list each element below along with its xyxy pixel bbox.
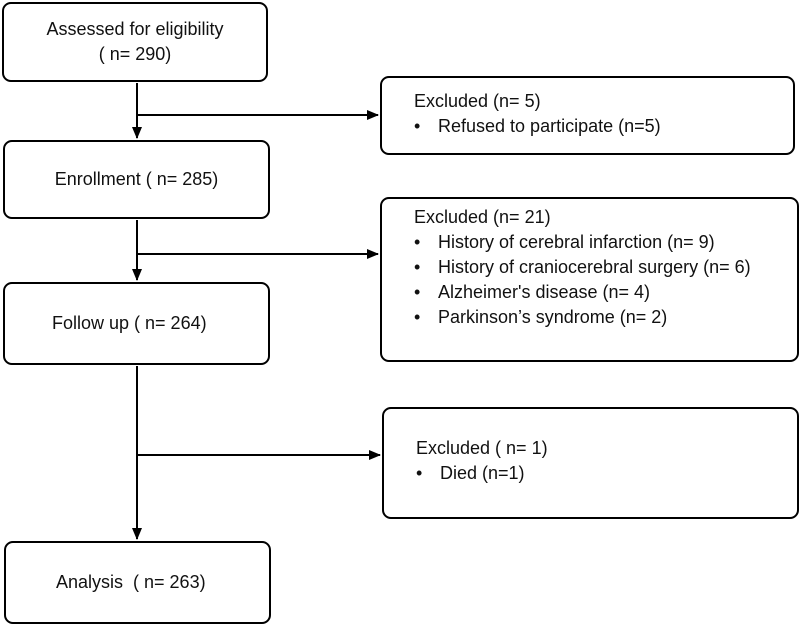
bullet-icon: • xyxy=(414,232,421,252)
assessed-box: Assessed for eligibility ( n= 290) xyxy=(2,2,268,82)
bullet-icon: • xyxy=(416,463,423,483)
exclusion-title: Excluded (n= 21) xyxy=(414,207,551,227)
exclusion-box-3: Excluded ( n= 1) •Died (n=1) xyxy=(382,407,799,519)
exclusion-list: •History of cerebral infarction (n= 9) •… xyxy=(414,230,797,330)
enrollment-label: Enrollment ( n= 285) xyxy=(54,169,219,189)
exclusion-item: •Died (n=1) xyxy=(416,461,797,486)
assessed-label: Assessed for eligibility xyxy=(46,19,224,39)
exclusion-list: •Died (n=1) xyxy=(416,461,797,486)
exclusion-item: •History of cerebral infarction (n= 9) xyxy=(414,230,797,255)
exclusion-title: Excluded (n= 5) xyxy=(414,91,541,111)
followup-box: Follow up ( n= 264) xyxy=(3,282,270,365)
exclusion-item: •Refused to participate (n=5) xyxy=(414,114,793,139)
bullet-icon: • xyxy=(414,282,421,302)
exclusion-box-2: Excluded (n= 21) •History of cerebral in… xyxy=(380,197,799,362)
assessed-count: ( n= 290) xyxy=(98,44,172,64)
bullet-icon: • xyxy=(414,307,421,327)
exclusion-item: •Parkinson’s syndrome (n= 2) xyxy=(414,305,797,330)
exclusion-title: Excluded ( n= 1) xyxy=(416,438,548,458)
analysis-box: Analysis ( n= 263) xyxy=(4,541,271,624)
bullet-icon: • xyxy=(414,116,421,136)
exclusion-box-1: Excluded (n= 5) •Refused to participate … xyxy=(380,76,795,155)
exclusion-list: •Refused to participate (n=5) xyxy=(414,114,793,139)
exclusion-item: •Alzheimer's disease (n= 4) xyxy=(414,280,797,305)
exclusion-item: •History of craniocerebral surgery (n= 6… xyxy=(414,255,797,280)
bullet-icon: • xyxy=(414,257,421,277)
analysis-label: Analysis ( n= 263) xyxy=(56,572,206,592)
enrollment-box: Enrollment ( n= 285) xyxy=(3,140,270,219)
followup-label: Follow up ( n= 264) xyxy=(52,313,207,333)
